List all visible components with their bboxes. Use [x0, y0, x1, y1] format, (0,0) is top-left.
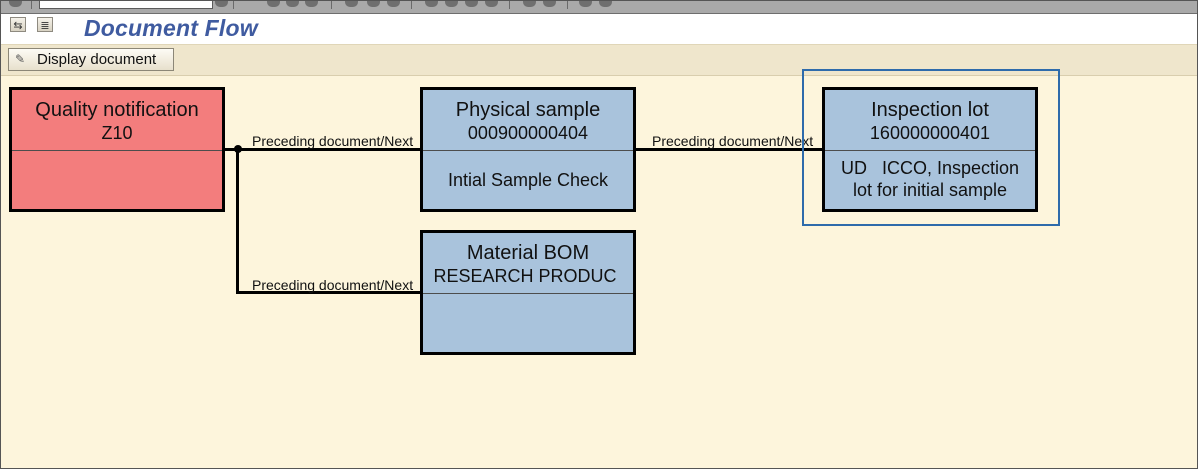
toolbar-separator — [331, 1, 332, 9]
print-icon[interactable] — [345, 1, 358, 7]
node-header: Material BOM RESEARCH PRODUC — [423, 233, 633, 294]
shortcut-icon[interactable] — [543, 1, 556, 7]
node-type: Material BOM — [466, 242, 590, 264]
node-detail-line: UD ICCO, Inspection — [840, 158, 1020, 178]
node-inspection-lot[interactable]: Inspection lot 160000000401 UD ICCO, Ins… — [822, 87, 1038, 212]
list-icon[interactable]: ≣ — [37, 17, 53, 32]
node-number: RESEARCH PRODUC — [433, 266, 617, 286]
node-type: Quality notification — [35, 99, 199, 121]
toolbar-separator — [567, 1, 568, 9]
help-icon[interactable] — [579, 1, 592, 7]
node-detail — [423, 294, 633, 352]
toolbar-separator — [411, 1, 412, 9]
new-session-icon[interactable] — [523, 1, 536, 7]
back-icon[interactable] — [267, 1, 280, 7]
node-type: Physical sample — [455, 99, 601, 121]
node-number: Z10 — [101, 123, 133, 143]
edge-label: Preceding document/Next — [252, 133, 414, 149]
node-number: 000900000404 — [467, 123, 589, 143]
branch-point — [234, 145, 242, 153]
layout-icon[interactable] — [599, 1, 612, 7]
display-document-label: Display document — [37, 51, 157, 68]
next-page-icon[interactable] — [465, 1, 478, 7]
first-page-icon[interactable] — [425, 1, 438, 7]
title-bar: ⇆ ≣ Document Flow — [1, 14, 1197, 44]
find-icon[interactable] — [367, 1, 380, 7]
last-page-icon[interactable] — [485, 1, 498, 7]
exit-icon[interactable] — [286, 1, 299, 7]
node-detail — [12, 151, 222, 209]
node-material-bom[interactable]: Material BOM RESEARCH PRODUC — [420, 230, 636, 355]
selection-frame — [802, 69, 1060, 226]
display-document-button[interactable]: ✎ Display document — [8, 48, 174, 71]
system-toolbar — [1, 1, 1197, 14]
find-next-icon[interactable] — [387, 1, 400, 7]
connector-sample-lot — [633, 148, 823, 151]
flow-icon[interactable]: ⇆ — [10, 17, 26, 32]
node-number: 160000000401 — [869, 123, 991, 143]
application-toolbar: ✎ Display document — [1, 44, 1197, 76]
node-detail-line: lot for initial sample — [852, 180, 1008, 200]
page-title: Document Flow — [84, 15, 258, 41]
node-physical-sample[interactable]: Physical sample 000900000404 Intial Samp… — [420, 87, 636, 212]
command-field[interactable] — [39, 1, 213, 9]
toolbar-separator — [509, 1, 510, 9]
toolbar-separator — [233, 1, 234, 9]
cancel-icon[interactable] — [305, 1, 318, 7]
node-detail: Intial Sample Check — [447, 170, 609, 190]
toolbar-separator — [31, 1, 32, 9]
connector-branch — [236, 148, 239, 294]
node-detail: UD ICCO, Inspection lot for initial samp… — [825, 151, 1035, 209]
display-document-icon: ✎ — [15, 52, 26, 66]
connector-qn-sample — [223, 148, 421, 151]
node-type: Inspection lot — [871, 99, 989, 121]
save-icon[interactable] — [215, 1, 228, 7]
connector-qn-bom — [236, 291, 421, 294]
node-header: Inspection lot 160000000401 — [825, 90, 1035, 151]
enter-icon[interactable] — [9, 1, 22, 7]
node-header: Quality notification Z10 — [12, 90, 222, 151]
node-quality-notification[interactable]: Quality notification Z10 — [9, 87, 225, 212]
edge-label: Preceding document/Next — [652, 133, 814, 149]
edge-label: Preceding document/Next — [252, 277, 414, 293]
previous-page-icon[interactable] — [445, 1, 458, 7]
node-header: Physical sample 000900000404 — [423, 90, 633, 151]
